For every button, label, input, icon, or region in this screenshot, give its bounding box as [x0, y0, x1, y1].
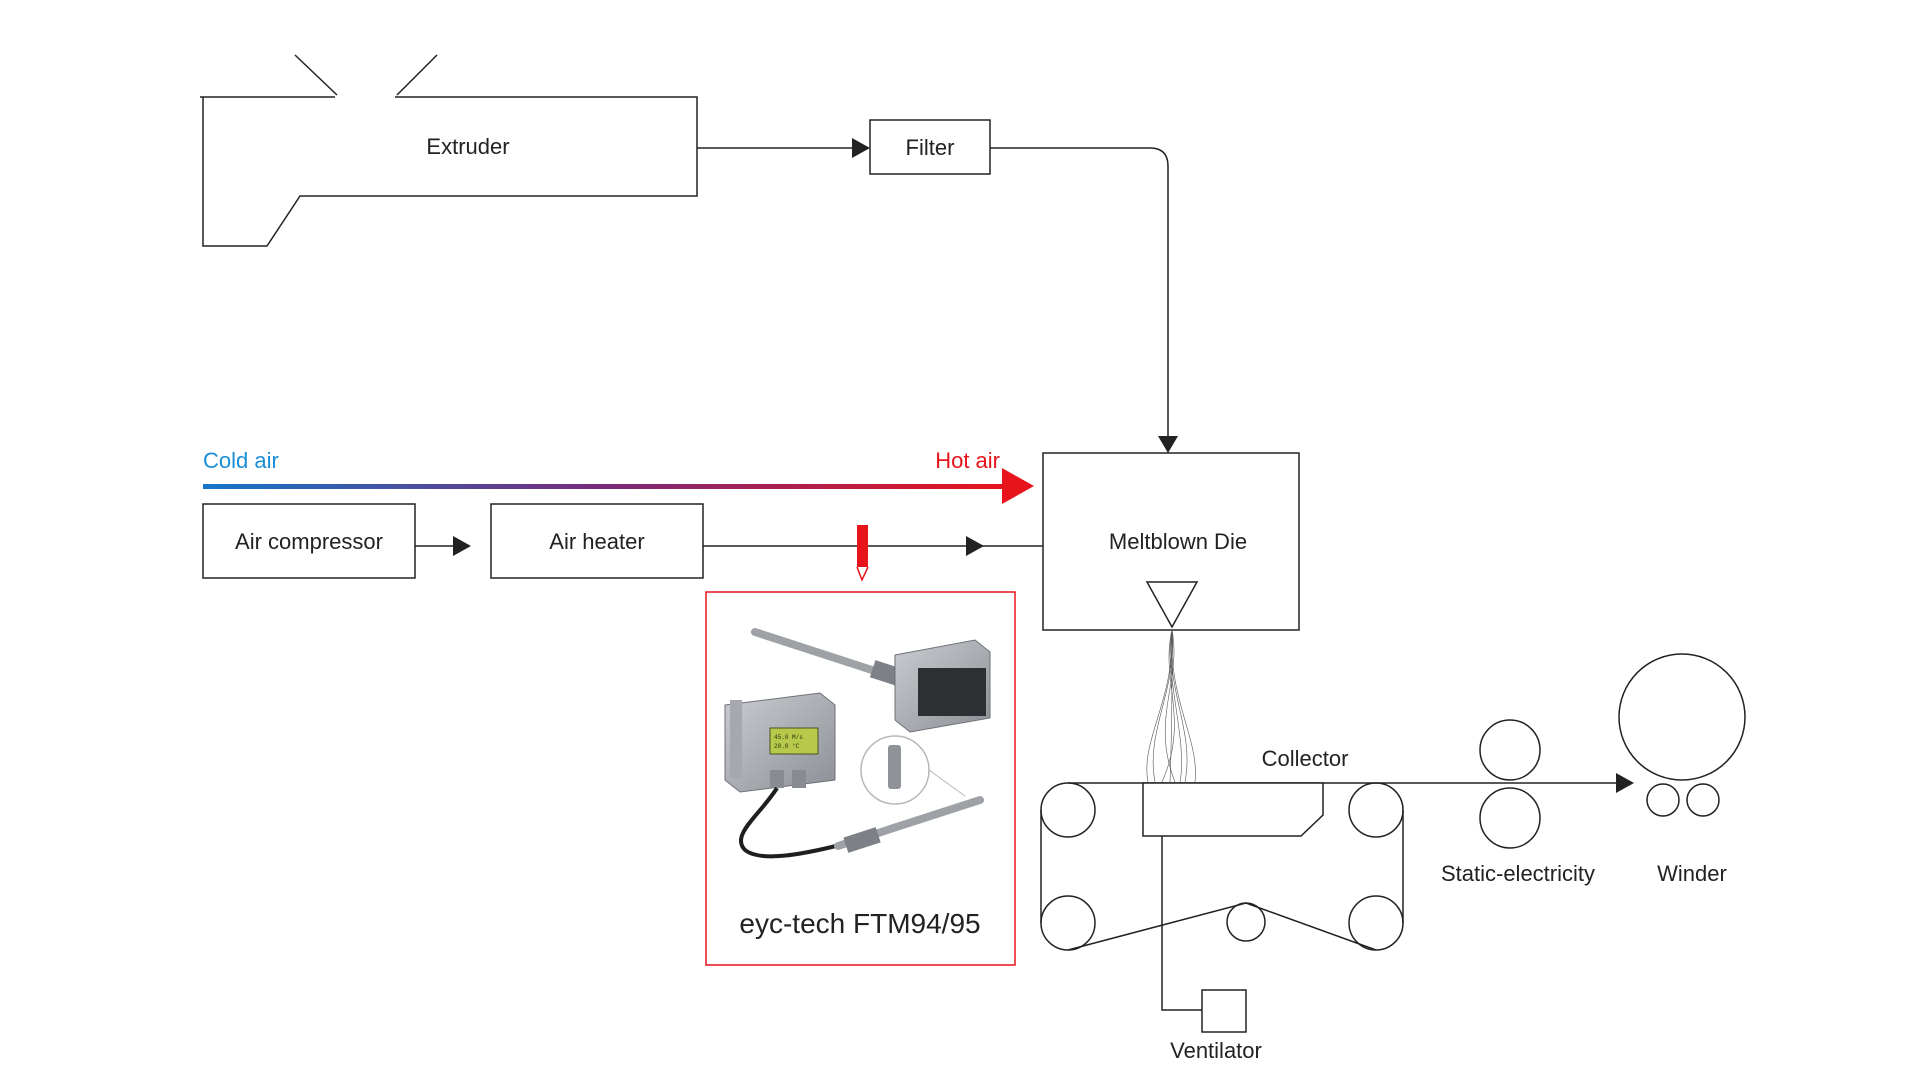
sensor-product-label: eyc-tech FTM94/95 [739, 908, 980, 939]
belt-bottom [1067, 902, 1377, 951]
ventilator-node: Ventilator [1170, 989, 1262, 1063]
air-gradient-bar [203, 484, 1006, 489]
fiber-strand [1169, 629, 1173, 783]
collector-roller-bottom-right [1348, 895, 1404, 951]
air-heater-box [490, 503, 704, 579]
sensor-callout-pointer [856, 566, 869, 582]
upper-probe-rod [751, 628, 882, 676]
mounting-bracket [730, 700, 742, 778]
sensor-cable [738, 786, 841, 859]
static-electricity-label: Static-electricity [1441, 861, 1595, 886]
air-compressor-node: Air compressor [202, 503, 416, 579]
cable-gland-left [770, 770, 784, 788]
hopper-left [294, 54, 338, 96]
collector-roller-top-right [1348, 782, 1404, 838]
fiber-strand [1161, 629, 1175, 783]
lcd-display [769, 727, 819, 755]
hot-air-arrowhead [1002, 468, 1034, 504]
air-temperature-arrow: Cold air Hot air [203, 448, 1034, 504]
fiber-strand [1170, 629, 1188, 783]
collector-roller-top-left [1040, 782, 1096, 838]
arrowhead-to-die-air [966, 536, 984, 556]
fiber-strand [1171, 629, 1196, 783]
cold-air-label: Cold air [203, 448, 279, 473]
arrowhead-to-heater [453, 536, 471, 556]
hot-air-label: Hot air [935, 448, 1000, 473]
ventilator-box [1201, 989, 1247, 1033]
die-nozzle-icon [1145, 581, 1199, 629]
static-electricity-node: Static-electricity [1441, 719, 1595, 886]
ventilator-label: Ventilator [1170, 1038, 1262, 1063]
upper-housing-label-panel [918, 668, 986, 716]
filter-label: Filter [906, 135, 955, 160]
winder-drive-roller-left [1646, 783, 1680, 817]
filter-node: Filter [869, 119, 991, 175]
ventilator-duct [1161, 836, 1202, 1011]
meltblown-die-node: Meltblown Die [1042, 452, 1300, 631]
extruder-shape [200, 96, 698, 247]
arrowhead-to-die [1158, 436, 1178, 453]
lcd-line-2: 20.0 °C [774, 743, 800, 750]
lower-probe-fitting [843, 827, 881, 853]
air-compressor-label: Air compressor [235, 529, 383, 554]
meltblown-die-label: Meltblown Die [1109, 529, 1247, 554]
upper-probe-fitting [869, 660, 903, 686]
collector-label: Collector [1262, 746, 1349, 771]
collector-assembly [1040, 782, 1404, 1011]
magnifier-leader [928, 769, 966, 797]
static-roller-bottom [1479, 787, 1541, 849]
collector-roller-bottom-left [1040, 895, 1096, 951]
air-heater-node: Air heater [490, 503, 704, 579]
arrowhead-to-winder [1616, 773, 1634, 793]
sensor-product-image: 45.0 M/s 20.0 °C [724, 628, 991, 859]
lcd-line-1: 45.0 M/s [774, 734, 803, 741]
air-compressor-box [202, 503, 416, 579]
winder-node: Winder [1618, 653, 1746, 886]
fiber-stream [1146, 629, 1196, 783]
winder-label: Winder [1657, 861, 1727, 886]
arrowhead-to-filter [852, 138, 870, 158]
air-heater-label: Air heater [549, 529, 644, 554]
fiber-strand [1146, 629, 1173, 783]
suction-box [1142, 782, 1324, 837]
extruder-node: Extruder [200, 54, 698, 247]
winder-drive-roller-right [1686, 783, 1720, 817]
fiber-strand [1152, 629, 1174, 783]
filter-to-die-line [990, 147, 1169, 436]
sensor-callout: 45.0 M/s 20.0 °C eyc-tech FTM94/95 [705, 591, 1016, 966]
hopper-right [396, 54, 438, 96]
sensor-marker [857, 525, 868, 567]
collector-tension-roller [1226, 902, 1266, 942]
fiber-strand [1169, 629, 1182, 783]
extruder-label: Extruder [426, 134, 509, 159]
fiber-strand [1164, 629, 1176, 783]
cable-gland-right [792, 770, 806, 788]
probe-tip-detail [888, 745, 901, 789]
filter-box [869, 119, 991, 175]
static-roller-top [1479, 719, 1541, 781]
winder-roll [1618, 653, 1746, 781]
